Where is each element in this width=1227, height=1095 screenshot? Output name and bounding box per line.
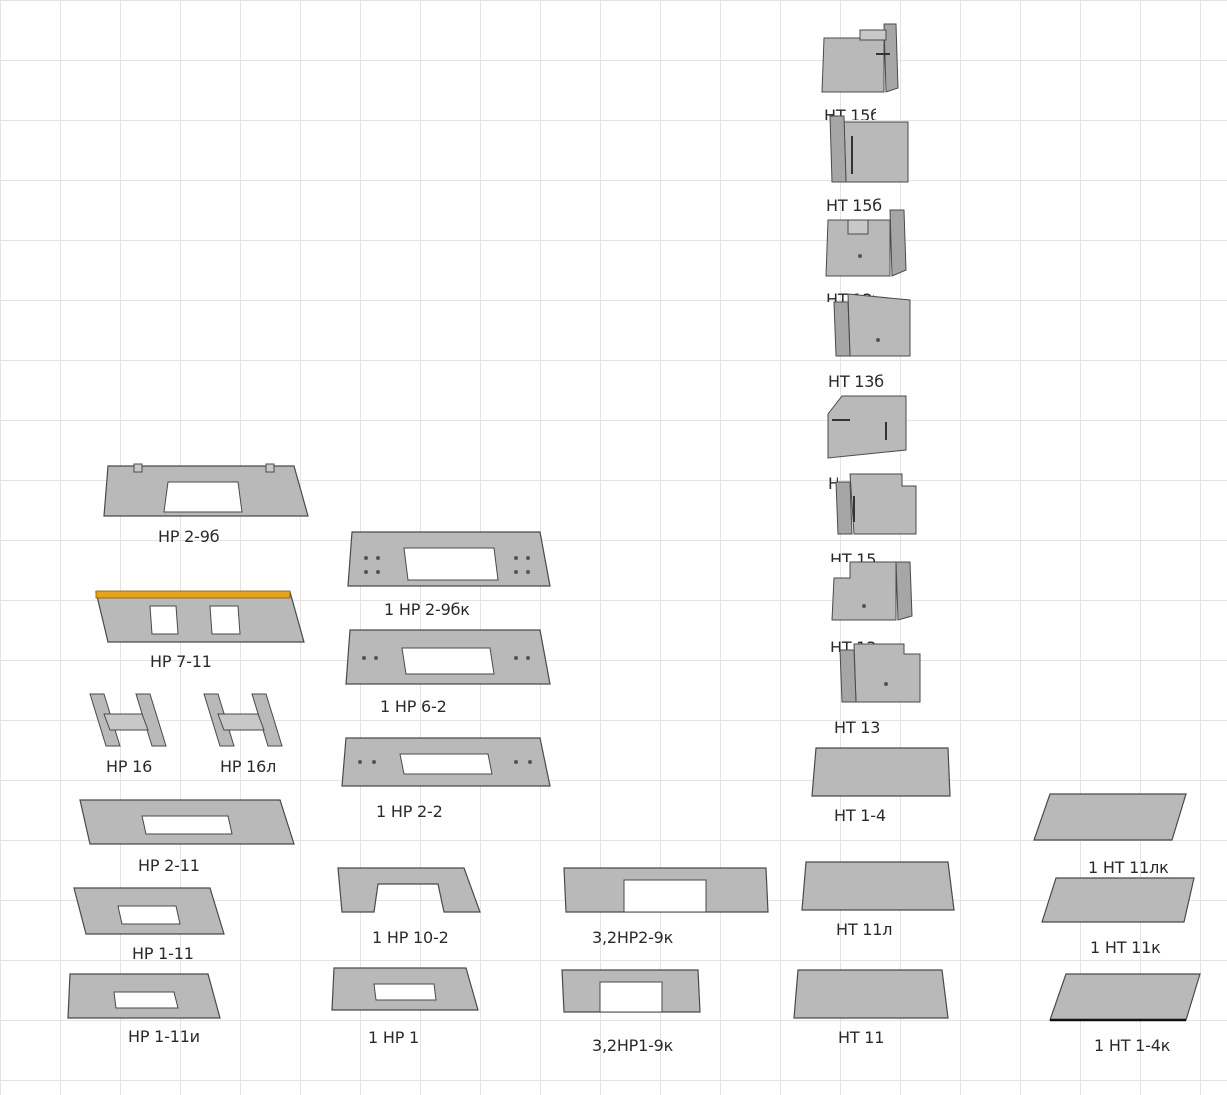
slab-shape (1041, 877, 1195, 923)
panel-with-window-shape (341, 737, 551, 787)
part-label: НР 1-11 (132, 944, 194, 963)
part-label: НР 7-11 (150, 652, 212, 671)
part-model-1ht-11k[interactable] (1040, 874, 1198, 926)
block-shape (835, 473, 917, 535)
part-model-1hr-2-2[interactable] (340, 734, 552, 790)
panel-with-window-shape (79, 799, 295, 845)
part-label: 1 НТ 1-4к (1094, 1036, 1171, 1055)
part-label: НТ 15б (826, 196, 882, 215)
part-model-hr-16[interactable] (86, 690, 170, 750)
panel-two-windows-shape (95, 590, 305, 643)
part-label: 1 НР 1 (368, 1028, 420, 1047)
u-shaped-panel-shape (337, 867, 481, 913)
part-label: 1 НР 10-2 (372, 928, 449, 947)
part-label: 1 НТ 11к (1090, 938, 1161, 957)
part-model-hr-1-11i[interactable] (66, 970, 222, 1022)
slab-shape (793, 969, 949, 1019)
part-label: НТ 11 (838, 1028, 885, 1047)
part-model-ht-11l[interactable] (800, 858, 956, 914)
block-shape (829, 115, 909, 183)
part-label: 3,2НР1-9к (592, 1036, 674, 1055)
h-shaped-block-shape (203, 693, 283, 747)
block-shape (839, 643, 921, 703)
part-label: 1 НР 6-2 (380, 697, 447, 716)
part-model-1hr-6-2[interactable] (344, 626, 552, 688)
part-label: НТ 11л (836, 920, 893, 939)
part-label: НТ 15 (828, 474, 838, 490)
part-label: 1 НР 2-9бк (384, 600, 470, 619)
block-shape (827, 395, 907, 459)
part-label: НР 2-9б (158, 527, 220, 546)
slab-shape (1049, 973, 1201, 1022)
block-shape (821, 23, 899, 93)
part-model-hr-7-11[interactable] (94, 586, 306, 646)
part-model-32hr2-9k[interactable] (562, 864, 770, 916)
part-label: 3,2НР2-9к (592, 928, 674, 947)
panel-with-window-shape (73, 887, 225, 935)
part-model-1ht-1-4k[interactable] (1048, 970, 1204, 1024)
panel-with-window-shape (345, 629, 551, 685)
part-model-ht-13-2[interactable] (836, 640, 924, 706)
part-model-hr-16l[interactable] (200, 690, 286, 750)
panel-with-window-shape (103, 463, 309, 517)
part-label: НТ 13 (834, 718, 881, 737)
part-label: НР 2-11 (138, 856, 200, 875)
part-label: НТ 13б (828, 372, 884, 391)
part-model-ht-13b-1[interactable] (824, 206, 910, 280)
part-label: НР 16 (106, 757, 153, 776)
part-label: НР 1-11и (128, 1027, 200, 1046)
part-model-ht-11[interactable] (792, 966, 950, 1022)
block-shape (825, 209, 907, 277)
panel-with-window-shape (67, 973, 221, 1019)
part-model-hr-2-9b[interactable] (100, 460, 310, 522)
h-shaped-block-shape (89, 693, 167, 747)
part-label: 1 НТ 11лк (1088, 858, 1169, 877)
part-model-1hr-1[interactable] (330, 964, 480, 1014)
slab-shape (1033, 793, 1187, 841)
slab-shape (811, 747, 951, 797)
part-model-1hr-10-2[interactable] (334, 864, 482, 916)
block-shape (831, 561, 913, 621)
part-model-ht-15b[interactable] (826, 110, 912, 186)
part-model-ht-15-2[interactable] (832, 472, 918, 538)
part-model-ht-15-1[interactable] (826, 392, 910, 462)
part-model-ht-15bl[interactable] (820, 20, 902, 94)
part-label: НТ 15 (830, 550, 876, 562)
part-model-hr-2-11[interactable] (78, 794, 296, 848)
panel-with-window-shape (563, 867, 769, 913)
part-label: НТ 1-4 (834, 806, 886, 825)
panel-with-window-shape (331, 967, 479, 1011)
part-label: 1 НР 2-2 (376, 802, 443, 821)
panel-with-window-shape (347, 531, 551, 587)
part-model-ht-1-4[interactable] (810, 744, 954, 800)
part-model-1hr-2-9bk[interactable] (346, 528, 552, 590)
panel-with-window-shape (561, 969, 701, 1013)
part-model-ht-13b-2[interactable] (830, 290, 914, 362)
part-model-hr-1-11[interactable] (72, 884, 226, 938)
block-shape (833, 293, 911, 357)
slab-shape (801, 861, 955, 911)
part-model-ht-13-1[interactable] (830, 558, 916, 624)
part-label: НР 16л (220, 757, 277, 776)
part-model-1ht-11lk[interactable] (1032, 790, 1190, 844)
part-model-32hr1-9k[interactable] (560, 966, 702, 1016)
